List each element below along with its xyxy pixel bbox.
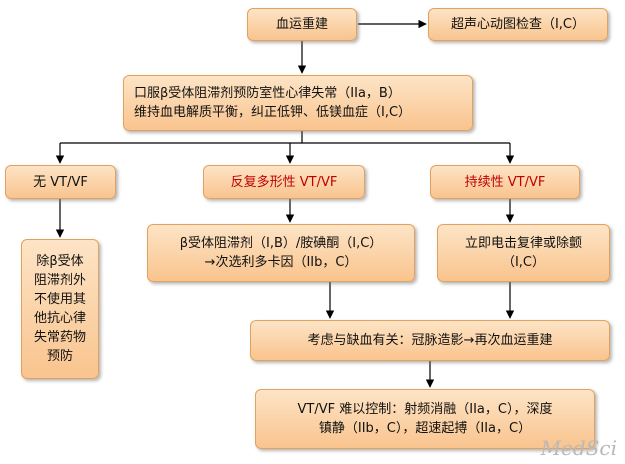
- cardioversion-box: 立即电击复律或除颤 （I,C）: [437, 224, 610, 282]
- no-vt-note-line: 阻滞剂外: [33, 273, 86, 288]
- sustained-box: 持续性 VT/VF: [430, 165, 580, 199]
- sustained-label: 持续性 VT/VF: [464, 174, 546, 190]
- no-vt-note-box: 除β受体 阻滞剂外 不使用其 他抗心律 失常药物 预防: [21, 239, 99, 379]
- echocardiography-label: 超声心动图检查（I,C）: [450, 17, 586, 32]
- revascularization-box: 血运重建: [247, 8, 357, 41]
- no-vt-vf-label: 无 VT/VF: [33, 174, 88, 190]
- no-vt-note-line: 预防: [46, 349, 73, 364]
- echocardiography-box: 超声心动图检查（I,C）: [428, 8, 608, 41]
- beta-blocker-line-2: 维持血电解质平衡，纠正低钾、低镁血症（I,C）: [134, 105, 412, 120]
- drug-therapy-box: β受体阻滞剂（I,B）/胺碘酮（I,C） →次选利多卡因（IIb，C）: [147, 224, 415, 282]
- medsci-watermark: MedSci: [540, 436, 617, 460]
- cardioversion-line-1: 立即电击复律或除颤: [464, 236, 582, 251]
- cardioversion-line-2: （I,C）: [501, 255, 546, 270]
- drug-therapy-line-1: β受体阻滞剂（I,B）/胺碘酮（I,C）: [179, 236, 383, 251]
- beta-blocker-line-1: 口服β受体阻滞剂预防室性心律失常（IIa，B）: [134, 86, 401, 101]
- no-vt-note-line: 不使用其: [33, 292, 86, 307]
- no-vt-note-line: 他抗心律: [33, 311, 86, 326]
- refractory-box: VT/VF 难以控制：射频消融（IIa，C），深度 镇静（IIb，C），超速起搏…: [255, 389, 595, 449]
- beta-blocker-box: 口服β受体阻滞剂预防室性心律失常（IIa，B） 维持血电解质平衡，纠正低钾、低镁…: [123, 75, 473, 131]
- revascularization-label: 血运重建: [275, 17, 328, 32]
- no-vt-note-line: 除β受体: [36, 254, 84, 269]
- no-vt-vf-box: 无 VT/VF: [5, 165, 116, 199]
- recurrent-polymorphic-box: 反复多形性 VT/VF: [203, 165, 365, 199]
- ischemia-label: 考虑与缺血有关：冠脉造影→再次血运重建: [307, 333, 553, 348]
- ischemia-box: 考虑与缺血有关：冠脉造影→再次血运重建: [250, 320, 610, 361]
- refractory-line-2: 镇静（IIb，C），超速起搏（IIa，C）: [318, 421, 532, 436]
- refractory-line-1: VT/VF 难以控制：射频消融（IIa，C），深度: [297, 402, 553, 417]
- recurrent-polymorphic-label: 反复多形性 VT/VF: [230, 174, 338, 190]
- drug-therapy-line-2: →次选利多卡因（IIb，C）: [204, 255, 358, 270]
- no-vt-note-line: 失常药物: [33, 330, 86, 345]
